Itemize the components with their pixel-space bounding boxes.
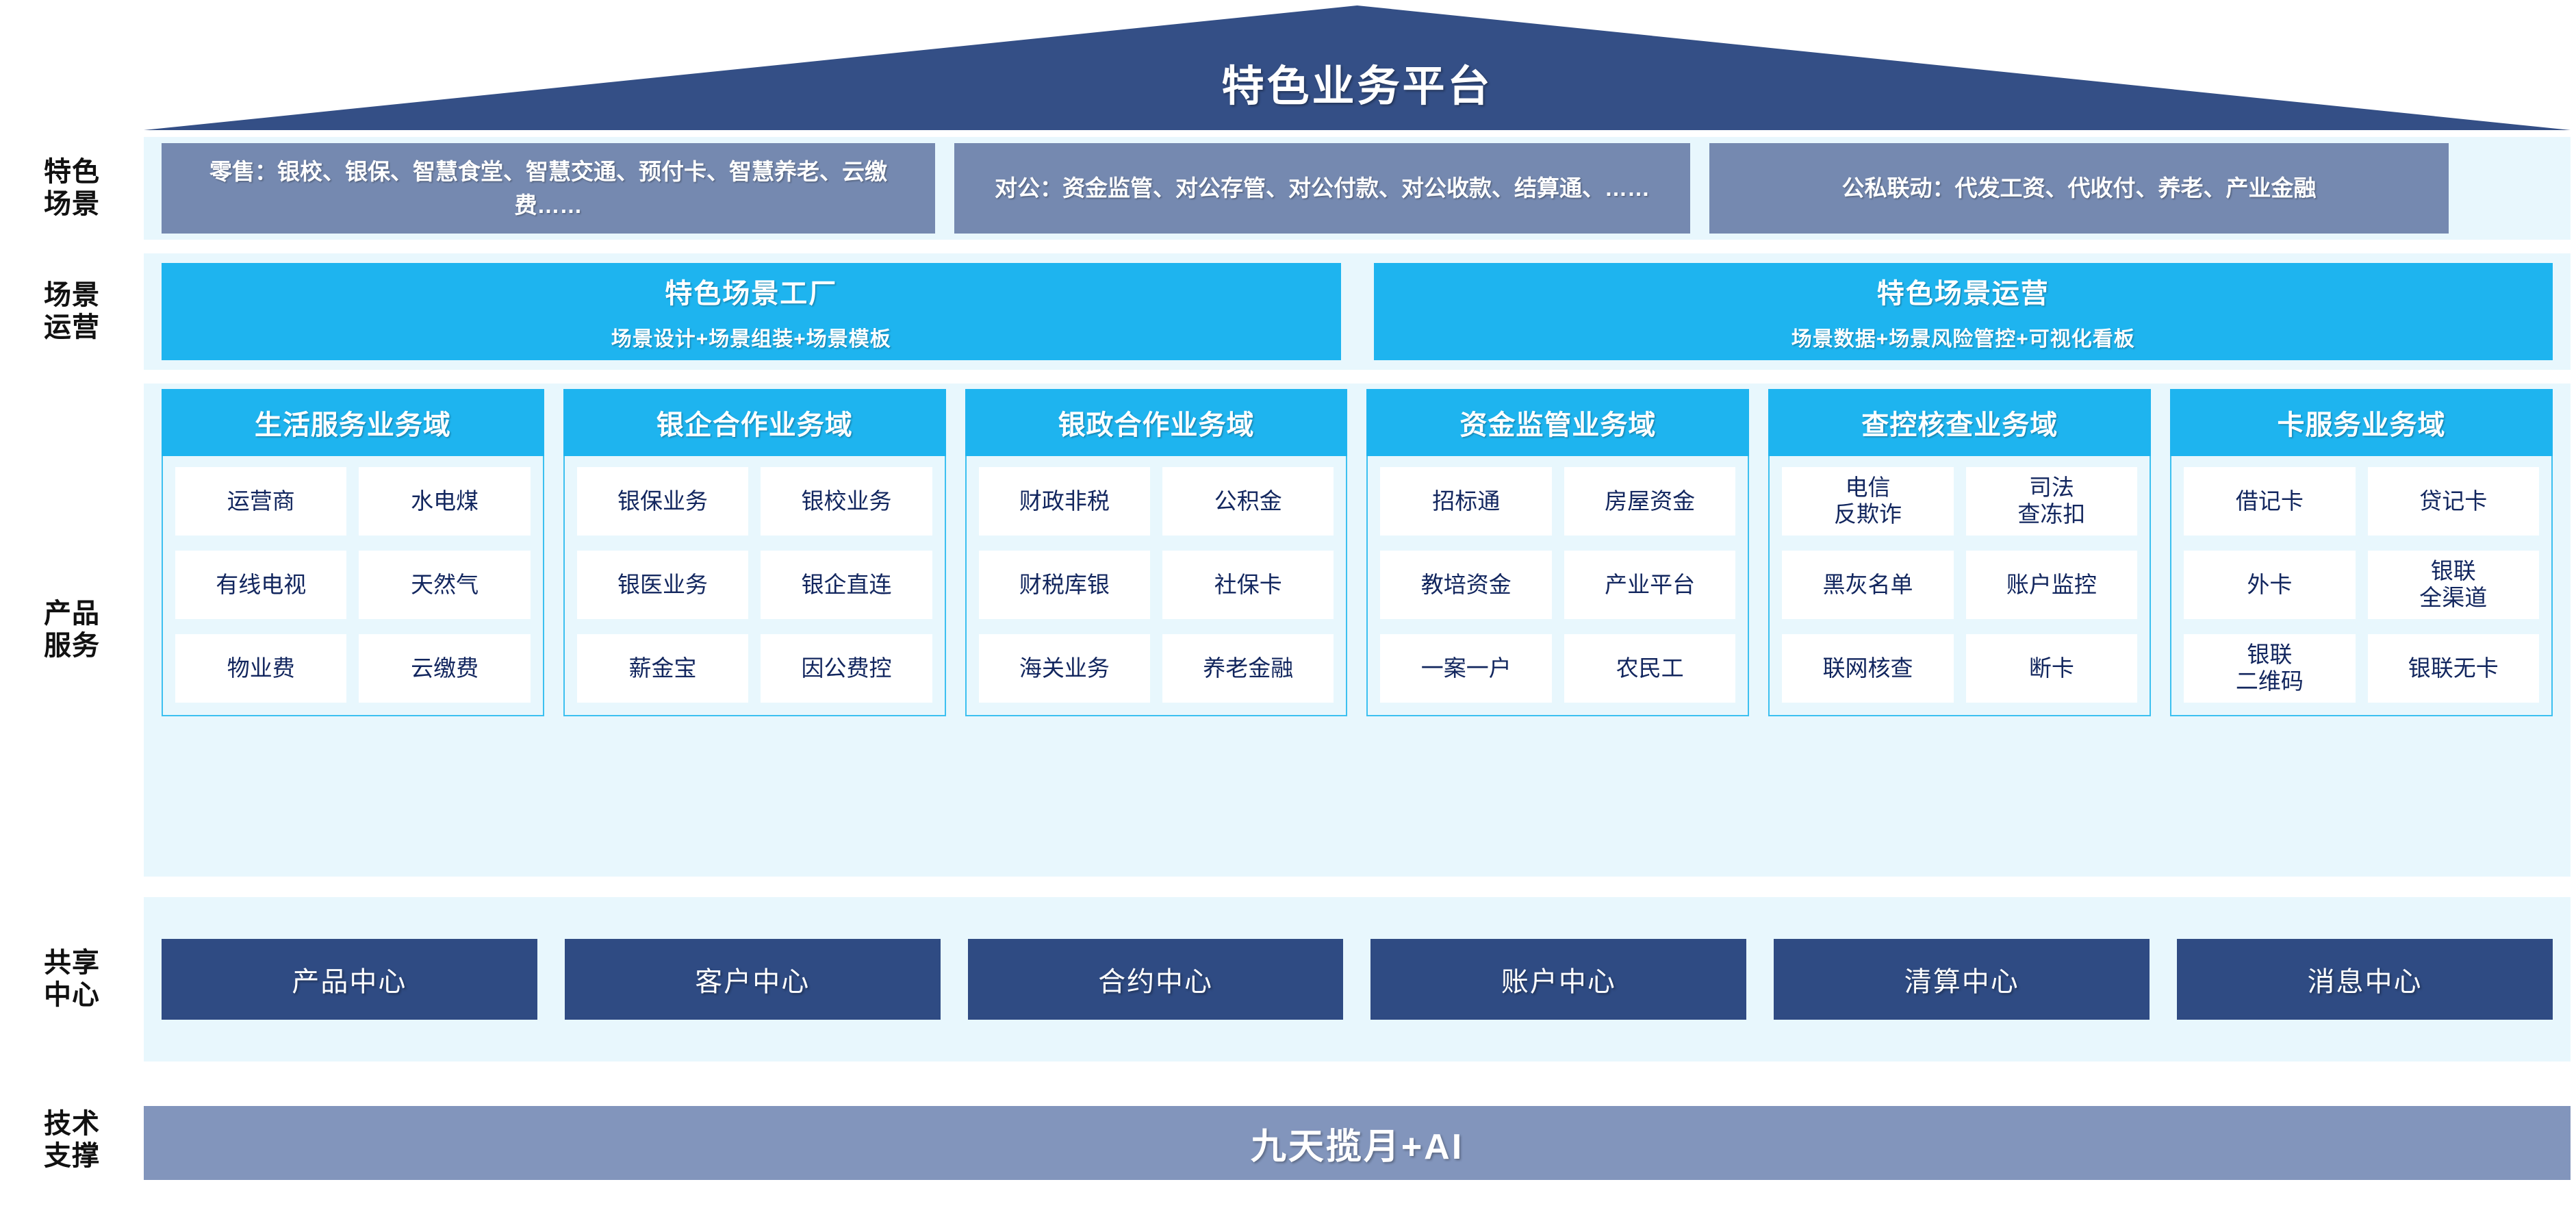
product-column-life-service-title: 生活服务业务域: [162, 389, 544, 456]
operations-band: 特色场景工厂 场景设计+场景组装+场景模板 特色场景运营 场景数据+场景风险管控…: [144, 253, 2571, 370]
product-cell[interactable]: 教培资金: [1380, 551, 1552, 619]
rail-label-tech: 技术 支撑: [0, 1096, 144, 1185]
product-cell[interactable]: 贷记卡: [2367, 467, 2539, 536]
product-cell[interactable]: 司法 查冻扣: [1965, 467, 2138, 536]
operations-row: 特色场景工厂 场景设计+场景组装+场景模板 特色场景运营 场景数据+场景风险管控…: [144, 253, 2571, 370]
rail-label-operations-text: 场景 运营: [44, 279, 100, 342]
product-cell[interactable]: 财政非税: [978, 467, 1151, 536]
scene-band: 零售：银校、银保、智慧食堂、智慧交通、预付卡、智慧养老、云缴费…… 对公：资金监…: [144, 137, 2571, 240]
shared-center-product[interactable]: 产品中心: [162, 939, 537, 1020]
product-column-bank-government: 银政合作业务域 财政非税 公积金 财税库银 社保卡 海关业务 养老金融: [965, 389, 1348, 716]
product-cell[interactable]: 黑灰名单: [1782, 551, 1954, 619]
rail-label-operations: 场景 运营: [0, 253, 144, 370]
product-cell[interactable]: 薪金宝: [576, 634, 749, 703]
shared-center-contract[interactable]: 合约中心: [967, 939, 1344, 1020]
scene-box-retail[interactable]: 零售：银校、银保、智慧食堂、智慧交通、预付卡、智慧养老、云缴费……: [162, 143, 935, 234]
product-cell[interactable]: 产业平台: [1564, 551, 1736, 619]
product-column-fund-supervision: 资金监管业务域 招标通 房屋资金 教培资金 产业平台 一案一户 农民工: [1366, 389, 1750, 716]
operations-box-factory-subtitle: 场景设计+场景组装+场景模板: [611, 328, 891, 351]
operations-box-operation-title: 特色场景运营: [1876, 279, 2050, 309]
product-cell[interactable]: 银保业务: [576, 467, 749, 536]
product-cell[interactable]: 养老金融: [1162, 634, 1334, 703]
operations-box-factory-title: 特色场景工厂: [665, 279, 838, 309]
rail-label-tech-text: 技术 支撑: [44, 1108, 100, 1171]
product-column-card-service: 卡服务业务域 借记卡 贷记卡 外卡 银联 全渠道 银联 二维码 银联无卡: [2170, 389, 2553, 716]
shared-center-account[interactable]: 账户中心: [1370, 939, 1747, 1020]
product-cell[interactable]: 银企直连: [761, 551, 932, 619]
product-cell[interactable]: 农民工: [1564, 634, 1736, 703]
product-cell[interactable]: 银校业务: [761, 467, 932, 536]
product-cell[interactable]: 外卡: [2184, 551, 2356, 619]
product-cell[interactable]: 财税库银: [978, 551, 1151, 619]
rail-label-products: 产品 服务: [0, 384, 144, 877]
product-cell[interactable]: 一案一户: [1380, 634, 1552, 703]
product-cell[interactable]: 云缴费: [359, 634, 531, 703]
operations-box-operation-subtitle: 场景数据+场景风险管控+可视化看板: [1791, 328, 2135, 351]
product-cell[interactable]: 公积金: [1162, 467, 1334, 536]
product-cell[interactable]: 海关业务: [978, 634, 1151, 703]
product-row: 生活服务业务域 运营商 水电煤 有线电视 天然气 物业费 云缴费 银企合作业务域…: [144, 384, 2571, 877]
rail-label-shared-text: 共享 中心: [44, 947, 100, 1010]
product-cell[interactable]: 水电煤: [359, 467, 531, 536]
scene-box-corporate-label: 对公：资金监管、对公存管、对公付款、对公收款、结算通、……: [995, 175, 1650, 201]
scene-box-retail-label: 零售：银校、银保、智慧食堂、智慧交通、预付卡、智慧养老、云缴费……: [209, 158, 887, 218]
product-column-bank-enterprise-body: 银保业务 银校业务 银医业务 银企直连 薪金宝 因公费控: [563, 456, 946, 716]
product-cell[interactable]: 借记卡: [2184, 467, 2356, 536]
shared-center-customer[interactable]: 客户中心: [564, 939, 941, 1020]
product-column-bank-enterprise: 银企合作业务域 银保业务 银校业务 银医业务 银企直连 薪金宝 因公费控: [563, 389, 946, 716]
product-cell[interactable]: 联网核查: [1782, 634, 1954, 703]
product-cell[interactable]: 因公费控: [761, 634, 932, 703]
tech-support-box[interactable]: 九天揽月+AI: [144, 1106, 2571, 1180]
scene-box-corporate[interactable]: 对公：资金监管、对公存管、对公付款、对公收款、结算通、……: [954, 143, 1690, 234]
product-column-inquiry-control: 查控核查业务域 电信 反欺诈 司法 查冻扣 黑灰名单 账户监控 联网核查 断卡: [1768, 389, 2152, 716]
product-column-inquiry-control-body: 电信 反欺诈 司法 查冻扣 黑灰名单 账户监控 联网核查 断卡: [1768, 456, 2152, 716]
product-column-life-service: 生活服务业务域 运营商 水电煤 有线电视 天然气 物业费 云缴费: [162, 389, 544, 716]
product-cell[interactable]: 有线电视: [175, 551, 347, 619]
scene-box-linkage-label: 公私联动：代发工资、代收付、养老、产业金融: [1841, 175, 2317, 201]
product-column-bank-enterprise-title: 银企合作业务域: [563, 389, 946, 456]
rail-label-shared: 共享 中心: [0, 897, 144, 1061]
product-column-card-service-body: 借记卡 贷记卡 外卡 银联 全渠道 银联 二维码 银联无卡: [2170, 456, 2553, 716]
product-cell[interactable]: 运营商: [175, 467, 347, 536]
product-column-bank-government-body: 财政非税 公积金 财税库银 社保卡 海关业务 养老金融: [965, 456, 1348, 716]
product-column-life-service-body: 运营商 水电煤 有线电视 天然气 物业费 云缴费: [162, 456, 544, 716]
product-cell[interactable]: 银联 全渠道: [2367, 551, 2539, 619]
shared-row: 产品中心 客户中心 合约中心 账户中心 清算中心 消息中心: [144, 897, 2571, 1061]
scene-box-linkage[interactable]: 公私联动：代发工资、代收付、养老、产业金融: [1709, 143, 2449, 234]
product-cell[interactable]: 电信 反欺诈: [1782, 467, 1954, 536]
product-column-fund-supervision-body: 招标通 房屋资金 教培资金 产业平台 一案一户 农民工: [1366, 456, 1750, 716]
platform-title-banner: 特色业务平台: [0, 0, 2576, 137]
shared-center-message[interactable]: 消息中心: [2177, 939, 2553, 1020]
product-column-card-service-title: 卡服务业务域: [2170, 389, 2553, 456]
rail-label-products-text: 产品 服务: [44, 598, 100, 661]
rail-label-scenes: 特色 场景: [0, 137, 144, 240]
product-cell[interactable]: 物业费: [175, 634, 347, 703]
operations-box-operation[interactable]: 特色场景运营 场景数据+场景风险管控+可视化看板: [1373, 263, 2553, 360]
product-cell[interactable]: 银医业务: [576, 551, 749, 619]
page-title: 特色业务平台: [1221, 63, 1493, 110]
product-cell[interactable]: 天然气: [359, 551, 531, 619]
product-cell[interactable]: 招标通: [1380, 467, 1552, 536]
product-column-fund-supervision-title: 资金监管业务域: [1366, 389, 1750, 456]
product-cell[interactable]: 房屋资金: [1564, 467, 1736, 536]
product-cell[interactable]: 银联 二维码: [2184, 634, 2356, 703]
product-cell[interactable]: 断卡: [1965, 634, 2138, 703]
rail-label-scenes-text: 特色 场景: [44, 156, 100, 219]
product-cell[interactable]: 社保卡: [1162, 551, 1334, 619]
operations-box-factory[interactable]: 特色场景工厂 场景设计+场景组装+场景模板: [162, 263, 1341, 360]
scene-row: 零售：银校、银保、智慧食堂、智慧交通、预付卡、智慧养老、云缴费…… 对公：资金监…: [144, 137, 2571, 240]
tech-support-label: 九天揽月+AI: [1250, 1127, 1464, 1167]
product-column-inquiry-control-title: 查控核查业务域: [1768, 389, 2152, 456]
product-cell[interactable]: 账户监控: [1965, 551, 2138, 619]
product-column-bank-government-title: 银政合作业务域: [965, 389, 1348, 456]
product-cell[interactable]: 银联无卡: [2367, 634, 2539, 703]
shared-center-clearing[interactable]: 清算中心: [1774, 939, 2150, 1020]
shared-band: 产品中心 客户中心 合约中心 账户中心 清算中心 消息中心: [144, 897, 2571, 1061]
product-band: 生活服务业务域 运营商 水电煤 有线电视 天然气 物业费 云缴费 银企合作业务域…: [144, 384, 2571, 877]
